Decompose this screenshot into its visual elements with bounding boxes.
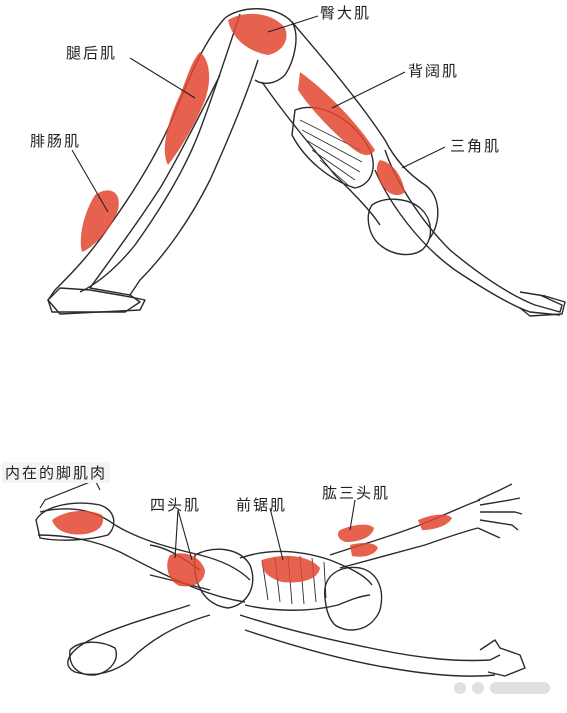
label-intrinsic-foot: 内在的脚肌肉 <box>2 462 111 483</box>
label-deltoid: 三角肌 <box>450 137 502 155</box>
top-gastrocnemius-muscle <box>80 190 119 252</box>
bottom-torso-outline <box>239 550 373 611</box>
leader-deltoid <box>401 146 446 169</box>
leader-quadriceps-b <box>177 509 193 561</box>
bottom-foot-muscle <box>52 510 104 535</box>
top-deltoid-muscle <box>376 160 405 196</box>
bottom-muscles <box>52 510 452 587</box>
leader-hamstrings <box>129 57 196 99</box>
top-hand-outline <box>519 291 566 317</box>
top-feet-outline <box>47 287 146 315</box>
bottom-quadriceps-muscle <box>167 553 205 587</box>
leader-gastrocnemius <box>71 149 109 213</box>
top-gluteus-muscle <box>228 13 287 55</box>
top-leader-lines <box>71 15 446 213</box>
label-serratus: 前锯肌 <box>236 496 288 514</box>
bottom-serratus-muscle <box>261 555 320 583</box>
top-pelvis-outline <box>224 8 297 84</box>
top-torso-outline <box>261 21 439 239</box>
bottom-head-outline <box>324 566 383 631</box>
top-rib-lines <box>299 119 363 186</box>
bottom-forearm-muscle <box>418 514 452 530</box>
label-quadriceps: 四头肌 <box>150 496 202 514</box>
top-arms-outline <box>374 149 563 316</box>
leader-latissimus <box>331 71 406 109</box>
label-gastrocnemius: 腓肠肌 <box>30 132 82 150</box>
leader-quadriceps-a <box>174 509 179 559</box>
leader-intrinsic-foot <box>39 479 101 509</box>
label-triceps: 肱三头肌 <box>322 484 391 502</box>
bottom-raised-leg-outline <box>37 508 251 603</box>
top-figure <box>47 8 566 317</box>
leader-serratus <box>269 507 284 561</box>
leader-gluteus <box>267 15 319 33</box>
bottom-foot-outline <box>35 502 115 541</box>
bottom-lower-foot-outline <box>479 639 526 677</box>
bottom-triceps-muscle <box>338 524 374 542</box>
top-head-outline <box>367 198 432 256</box>
bottom-right-hand-outline <box>477 483 523 539</box>
label-hamstrings: 腿后肌 <box>66 44 118 62</box>
top-latissimus-muscle <box>298 72 375 156</box>
top-hamstring-muscle <box>164 52 210 165</box>
bottom-lower-legs-outline <box>67 604 501 677</box>
label-gluteus: 臀大肌 <box>320 4 372 22</box>
bottom-leader-lines <box>39 479 356 561</box>
leader-triceps <box>349 499 356 531</box>
top-right-leg-outline <box>79 13 259 296</box>
bottom-pelvis-outline <box>193 548 254 609</box>
bottom-lower-left-foot-outline <box>69 641 117 676</box>
top-muscles <box>80 13 405 252</box>
watermark <box>454 682 550 694</box>
label-latissimus: 背阔肌 <box>408 62 460 80</box>
bottom-triceps-muscle-2 <box>350 543 378 557</box>
